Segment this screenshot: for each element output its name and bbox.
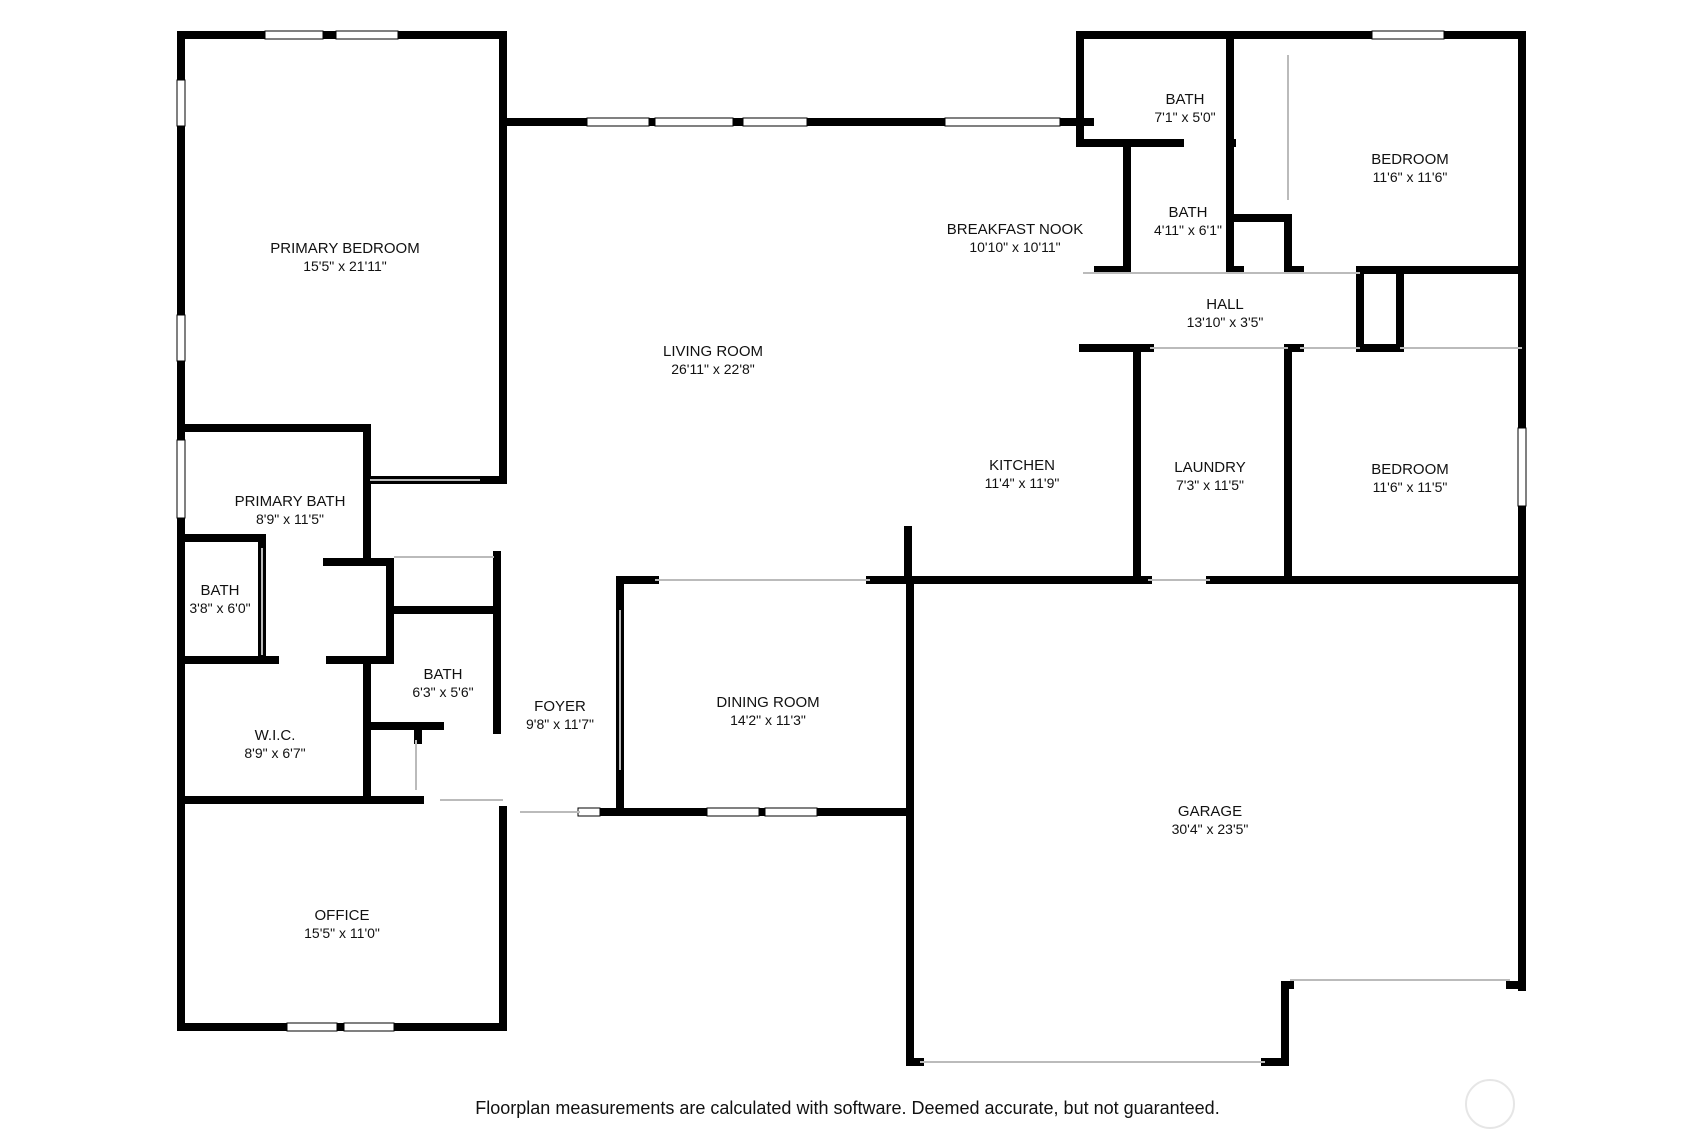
label-bath-small: BATH: [201, 582, 240, 599]
label-bath-top: BATH: [1166, 91, 1205, 108]
dim-garage: 30'4" x 23'5": [1172, 821, 1249, 837]
label-bedroom-top: BEDROOM: [1371, 151, 1449, 168]
openings: [261, 55, 1522, 1063]
dim-primary-bedroom: 15'5" x 21'11": [303, 258, 387, 274]
dim-foyer: 9'8" x 11'7": [526, 716, 594, 732]
dim-office: 15'5" x 11'0": [304, 925, 380, 941]
label-garage: GARAGE: [1178, 803, 1242, 820]
dim-bath-foyer: 6'3" x 5'6": [412, 684, 473, 700]
compass-icon: [1465, 1079, 1515, 1129]
dim-hall: 13'10" x 3'5": [1187, 314, 1264, 330]
dim-primary-bath: 8'9" x 11'5": [256, 511, 324, 527]
dim-dining-room: 14'2" x 11'3": [730, 712, 806, 728]
dim-kitchen: 11'4" x 11'9": [985, 475, 1060, 491]
dim-bedroom-right: 11'6" x 11'5": [1373, 479, 1448, 495]
dim-bedroom-top: 11'6" x 11'6": [1373, 169, 1448, 185]
dim-laundry: 7'3" x 11'5": [1176, 477, 1244, 493]
label-kitchen: KITCHEN: [989, 457, 1055, 474]
dim-wic: 8'9" x 6'7": [244, 745, 305, 761]
label-hall: HALL: [1206, 296, 1244, 313]
dim-breakfast-nook: 10'10" x 10'11": [969, 239, 1060, 255]
room-labels: PRIMARY BEDROOM 15'5" x 21'11" LIVING RO…: [189, 91, 1448, 941]
disclaimer-text: Floorplan measurements are calculated wi…: [475, 1098, 1220, 1118]
dim-bath-small: 3'8" x 6'0": [189, 600, 250, 616]
dim-bath-top: 7'1" x 5'0": [1154, 109, 1215, 125]
label-bath-foyer: BATH: [424, 666, 463, 683]
dim-living-room: 26'11" x 22'8": [671, 361, 755, 377]
label-primary-bath: PRIMARY BATH: [235, 493, 346, 510]
label-office: OFFICE: [315, 907, 370, 924]
label-breakfast-nook: BREAKFAST NOOK: [947, 221, 1083, 238]
label-bedroom-right: BEDROOM: [1371, 461, 1449, 478]
label-dining-room: DINING ROOM: [716, 694, 819, 711]
label-primary-bedroom: PRIMARY BEDROOM: [270, 240, 419, 257]
label-living-room: LIVING ROOM: [663, 343, 763, 360]
label-laundry: LAUNDRY: [1174, 459, 1245, 476]
dim-bath-mid: 4'11" x 6'1": [1154, 222, 1222, 238]
windows: [176, 30, 1527, 1032]
label-foyer: FOYER: [534, 698, 586, 715]
walls: [177, 31, 1526, 1066]
label-wic: W.I.C.: [255, 727, 296, 744]
label-bath-mid: BATH: [1169, 204, 1208, 221]
